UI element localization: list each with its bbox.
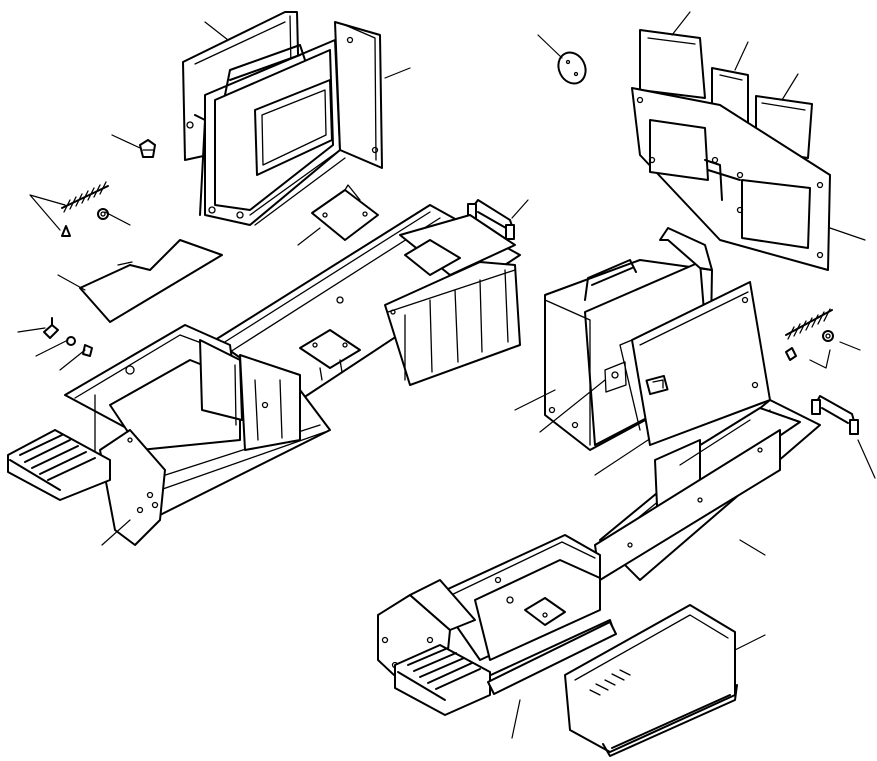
right-gasket-frame (631, 87, 831, 271)
left-tool-box-frame (194, 39, 346, 226)
left-access-cover (311, 184, 379, 241)
left-spring-latch (61, 181, 109, 237)
left-wing-nut (97, 208, 109, 220)
right-round-plug (557, 51, 587, 85)
leader-lines (17, 11, 876, 739)
left-floor-cover-plate (79, 239, 223, 323)
right-step (394, 644, 491, 716)
left-step (7, 429, 111, 501)
left-main-frame-box (64, 204, 521, 546)
right-main-frame-box (377, 399, 821, 693)
right-spring-latch (785, 308, 834, 361)
left-fastener-clip (139, 139, 156, 158)
right-drawer-tray (564, 604, 738, 757)
left-handle-bracket (467, 199, 515, 240)
left-side-panel (254, 21, 383, 176)
right-handle-bracket (811, 395, 859, 435)
right-side-rail (487, 621, 617, 695)
